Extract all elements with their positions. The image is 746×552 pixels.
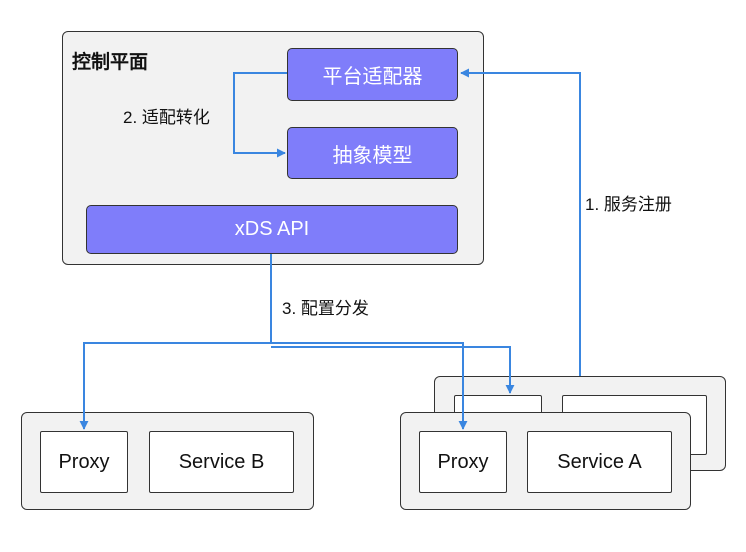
control-plane-title: 控制平面 [72, 52, 149, 73]
config-distribution-label: 3. 配置分发 [282, 299, 369, 318]
platform-adapter-node: 平台适配器 [287, 48, 458, 101]
distribution-branch-a [271, 342, 468, 430]
xds-api-node: xDS API [86, 205, 458, 254]
service-a-node: Service A [527, 431, 672, 493]
adapt-convert-label: 2. 适配转化 [123, 108, 210, 127]
distribution-branch-b [79, 342, 271, 430]
registration-arrow [460, 68, 581, 376]
service-b-node: Service B [149, 431, 294, 493]
abstract-model-node: 抽象模型 [287, 127, 458, 179]
service-registration-label: 1. 服务注册 [585, 195, 672, 214]
proxy-b-node: Proxy [40, 431, 128, 493]
adapt-arrow [233, 72, 287, 158]
proxy-a-node: Proxy [419, 431, 507, 493]
distribution-branch-a-replica [271, 346, 515, 394]
